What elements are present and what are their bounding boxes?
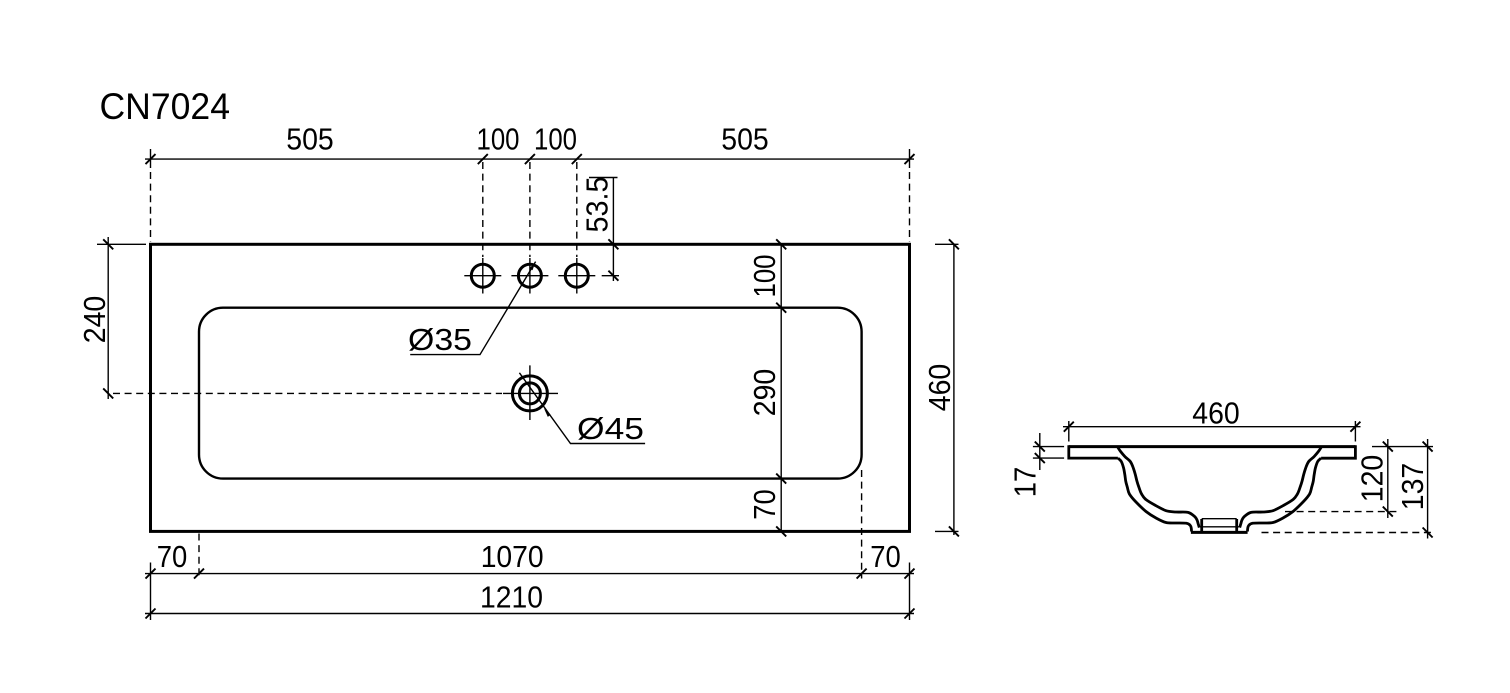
svg-text:460: 460 (1192, 396, 1240, 431)
svg-text:Ø35: Ø35 (408, 322, 472, 357)
svg-text:Ø45: Ø45 (577, 411, 644, 446)
svg-text:100: 100 (534, 122, 577, 157)
svg-text:505: 505 (721, 122, 769, 157)
svg-text:1070: 1070 (481, 539, 544, 574)
svg-text:240: 240 (77, 296, 112, 344)
svg-text:137: 137 (1395, 463, 1430, 511)
svg-text:290: 290 (747, 369, 782, 417)
svg-text:1210: 1210 (480, 580, 543, 615)
svg-text:70: 70 (157, 539, 188, 574)
svg-text:CN7024: CN7024 (100, 86, 231, 127)
svg-text:53.5: 53.5 (580, 177, 615, 233)
svg-text:100: 100 (747, 255, 782, 298)
svg-text:70: 70 (870, 539, 901, 574)
svg-text:70: 70 (747, 489, 782, 520)
svg-text:460: 460 (922, 364, 957, 412)
svg-text:505: 505 (286, 122, 334, 157)
svg-text:120: 120 (1355, 455, 1390, 503)
svg-text:17: 17 (1008, 467, 1043, 498)
svg-text:100: 100 (477, 122, 520, 157)
